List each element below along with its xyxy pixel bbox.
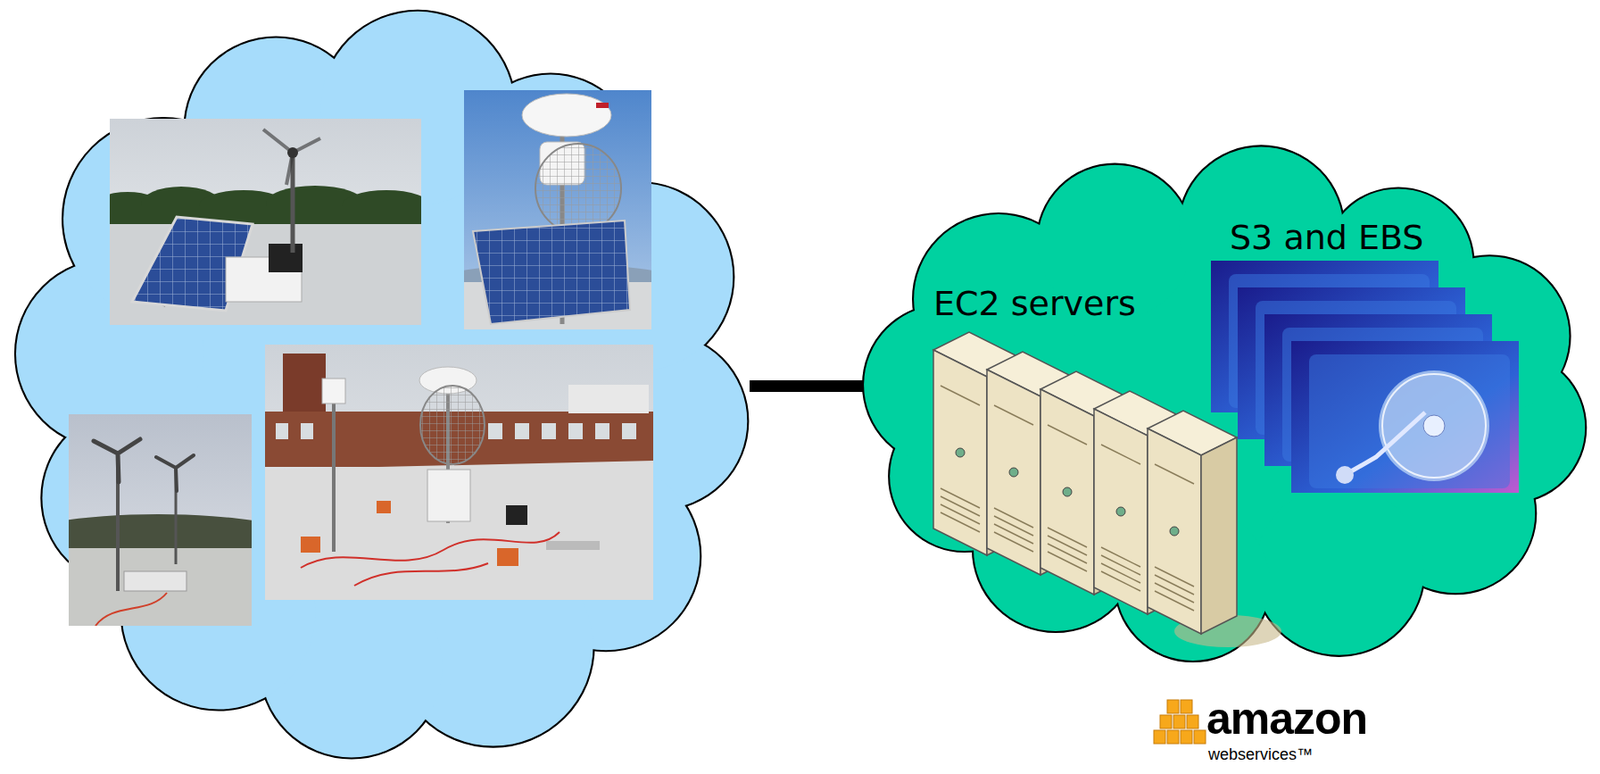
photo-radar-panel (432, 90, 683, 330)
cloud-region: EC2 servers S3 and EBS (856, 142, 1598, 670)
link-bar (749, 380, 866, 392)
disk-images (1210, 260, 1519, 493)
region-label: S3 and EBS (1229, 219, 1424, 257)
photo-rooftop (265, 344, 654, 600)
brand-name: amazon (1206, 695, 1368, 743)
cloud-outline (16, 11, 748, 758)
region-label: EC2 servers (933, 285, 1136, 324)
photo-turbines (15, 414, 301, 626)
cloud-outline (856, 142, 1598, 670)
photo-solar-turbine (91, 118, 432, 325)
server-rack (933, 331, 1282, 647)
brand-subtitle: webservices™ (1208, 746, 1313, 763)
